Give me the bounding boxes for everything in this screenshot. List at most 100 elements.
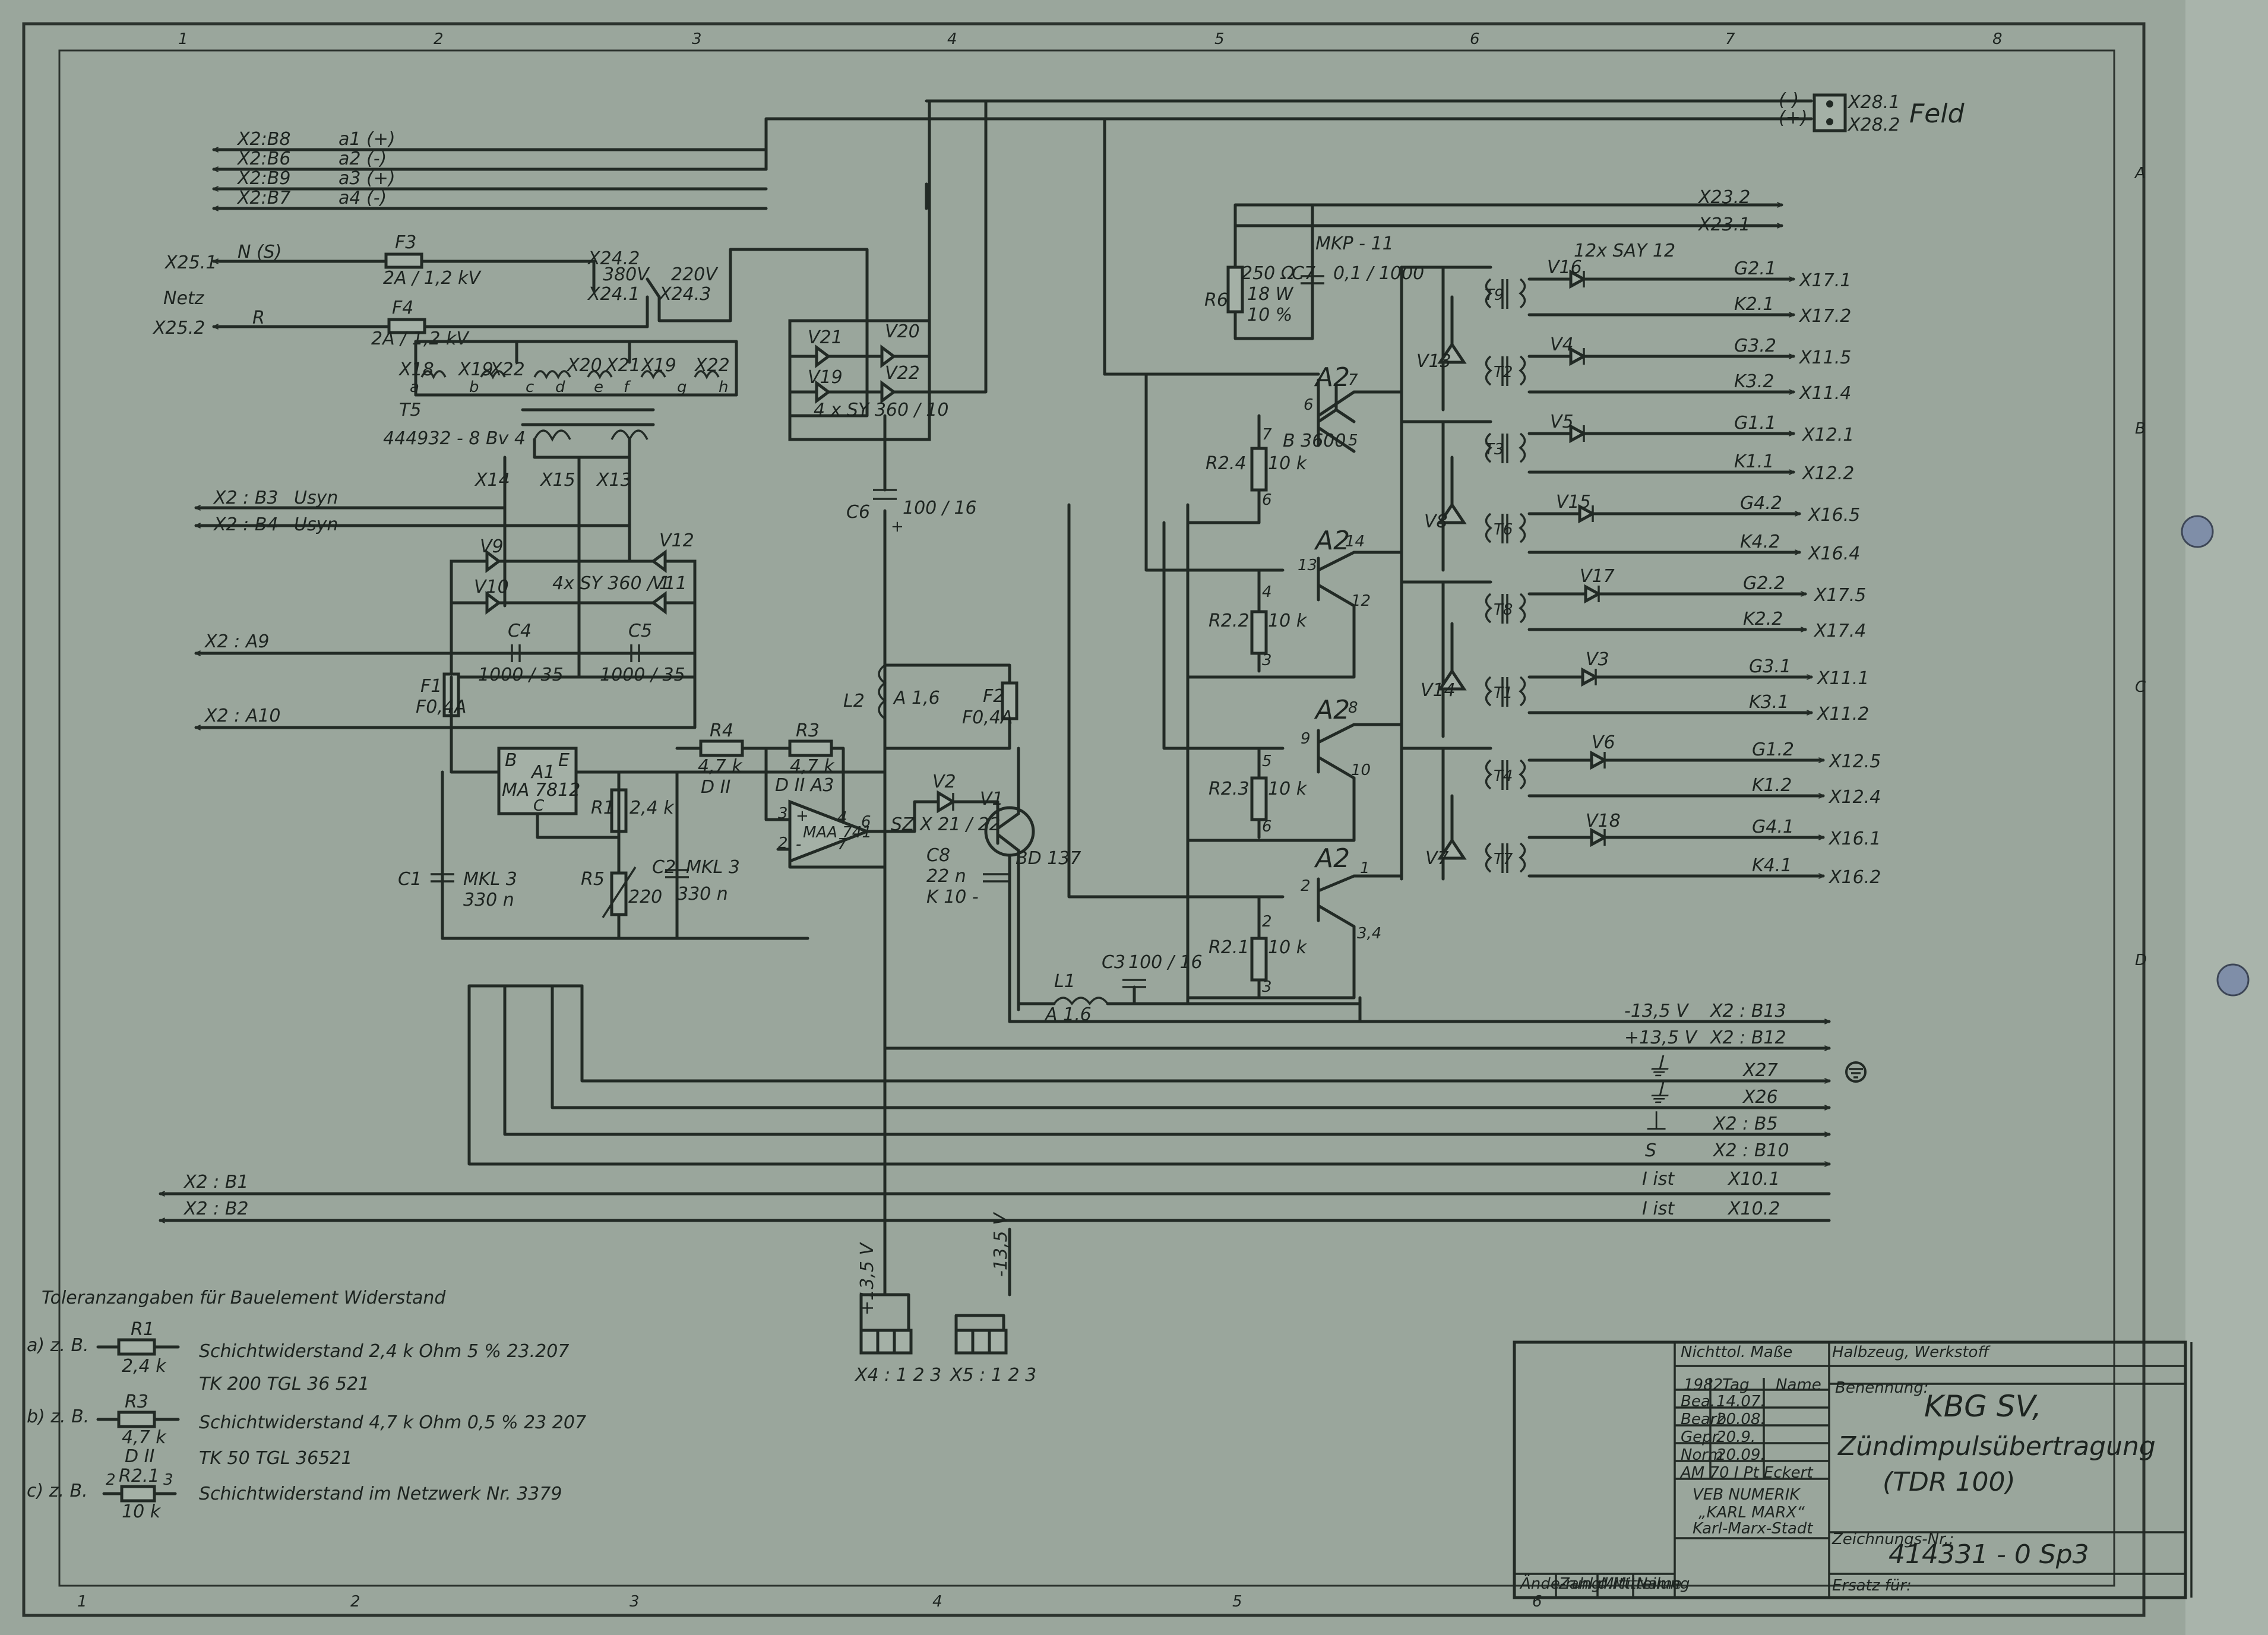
svg-text:K2.1: K2.1 bbox=[1734, 294, 1774, 315]
svg-text:1982: 1982 bbox=[1684, 1376, 1723, 1394]
svg-text:X2:B9: X2:B9 bbox=[236, 168, 290, 189]
svg-text:Ände-rung: Ände-rung bbox=[1519, 1574, 1601, 1593]
svg-text:R2.2: R2.2 bbox=[1209, 611, 1250, 631]
svg-text:TK 50 TGL 36521: TK 50 TGL 36521 bbox=[199, 1448, 353, 1469]
svg-text:X22: X22 bbox=[489, 359, 525, 380]
svg-text:X16.1: X16.1 bbox=[1828, 828, 1881, 849]
svg-text:3: 3 bbox=[1262, 652, 1272, 669]
bridge-top: V21 V20 V19 V22 4 x SY 360 / 10 bbox=[788, 99, 988, 441]
svg-text:T2: T2 bbox=[1494, 363, 1513, 381]
svg-text:F3: F3 bbox=[395, 232, 416, 253]
supply-bus: X2 : B1 X2 : B2 -13,5 V X2 : B13 +13,5 V… bbox=[159, 984, 1867, 1296]
svg-text:I ist: I ist bbox=[1642, 1169, 1675, 1190]
svg-text:MKL 3: MKL 3 bbox=[463, 869, 517, 890]
svg-text:B: B bbox=[505, 750, 517, 771]
border-zones: 1 2 3 4 5 6 7 8 A B C D 1 2 3 4 5 6 bbox=[77, 30, 2147, 1611]
svg-text:BD 137: BD 137 bbox=[1016, 848, 1081, 869]
svg-text:Schichtwiderstand im Netzwerk: Schichtwiderstand im Netzwerk Nr. 3379 bbox=[199, 1484, 562, 1504]
svg-text:⏚: ⏚ bbox=[1645, 1079, 1671, 1109]
svg-text:R2.3: R2.3 bbox=[1209, 779, 1250, 799]
svg-text:⏚: ⏚ bbox=[1645, 1052, 1671, 1083]
svg-text:Mitt.: Mitt. bbox=[1600, 1575, 1635, 1593]
svg-text:X24.3: X24.3 bbox=[658, 284, 711, 305]
svg-text:X13: X13 bbox=[596, 470, 632, 491]
svg-text:K1.2: K1.2 bbox=[1752, 775, 1792, 796]
svg-text:X5 : 1 2 3: X5 : 1 2 3 bbox=[949, 1365, 1036, 1386]
svg-text:X20: X20 bbox=[566, 355, 602, 376]
svg-text:T4: T4 bbox=[1494, 767, 1513, 785]
svg-text:10 k: 10 k bbox=[1268, 779, 1308, 799]
svg-text:Halbzeug, Werkstoff: Halbzeug, Werkstoff bbox=[1832, 1343, 1991, 1361]
svg-text:4 x SY 360 / 10: 4 x SY 360 / 10 bbox=[814, 400, 948, 420]
snubber: R6 250 Ω 18 W 10 % C7 0,1 / 1000 MKP - 1… bbox=[1204, 187, 1783, 340]
svg-text:a4 (-): a4 (-) bbox=[339, 188, 387, 208]
svg-text:2: 2 bbox=[106, 1471, 116, 1489]
svg-text:A2: A2 bbox=[1314, 695, 1350, 725]
svg-text:20.9.: 20.9. bbox=[1716, 1428, 1755, 1446]
svg-text:X21: X21 bbox=[605, 355, 641, 376]
svg-text:d: d bbox=[555, 378, 565, 396]
svg-text:X2 : B12: X2 : B12 bbox=[1709, 1027, 1786, 1048]
svg-text:Zeichnungs-Nr.:: Zeichnungs-Nr.: bbox=[1832, 1530, 1954, 1548]
svg-text:1000 / 35: 1000 / 35 bbox=[600, 665, 685, 685]
svg-text:X2 : B5: X2 : B5 bbox=[1712, 1114, 1778, 1134]
svg-text:R4: R4 bbox=[710, 720, 733, 741]
svg-text:X22: X22 bbox=[694, 355, 730, 376]
svg-text:R3: R3 bbox=[796, 720, 820, 741]
pulse-output-section: V13 V8 V14 V7 T9 T2 T3 T6 T8 T1 T4 T7 12… bbox=[1400, 241, 1881, 888]
svg-text:3: 3 bbox=[630, 1593, 640, 1611]
inner-frame bbox=[58, 49, 2115, 1587]
transistor-array: A2 6 7 5 B 3600 R2.4 10 k 7 6 A2 13 14 1… bbox=[984, 102, 1403, 1005]
svg-text:3: 3 bbox=[163, 1471, 173, 1489]
svg-text:X11.1: X11.1 bbox=[1816, 668, 1869, 689]
svg-text:A: A bbox=[2134, 165, 2146, 182]
svg-text:X18: X18 bbox=[398, 359, 434, 380]
svg-text:X23.1: X23.1 bbox=[1697, 214, 1750, 235]
svg-text:Gepr.: Gepr. bbox=[1681, 1428, 1722, 1446]
svg-text:g: g bbox=[677, 378, 687, 396]
svg-text:X2 : B2: X2 : B2 bbox=[183, 1198, 249, 1219]
svg-text:MA 7812: MA 7812 bbox=[502, 780, 580, 801]
svg-text:V20: V20 bbox=[885, 321, 920, 342]
svg-text:X15: X15 bbox=[539, 470, 575, 491]
svg-text:VEB NUMERIK: VEB NUMERIK bbox=[1693, 1486, 1801, 1504]
svg-text:220V: 220V bbox=[671, 264, 719, 285]
svg-text:7: 7 bbox=[1725, 30, 1735, 48]
svg-text:X2 : B4: X2 : B4 bbox=[213, 514, 279, 535]
svg-text:V12: V12 bbox=[659, 530, 694, 551]
svg-text:F0,4A: F0,4A bbox=[416, 697, 467, 717]
svg-text:V1: V1 bbox=[980, 789, 1004, 809]
svg-text:X23.2: X23.2 bbox=[1697, 187, 1750, 208]
svg-text:C3: C3 bbox=[1102, 952, 1125, 973]
outer-frame bbox=[22, 22, 2146, 1617]
svg-text:12x SAY 12: 12x SAY 12 bbox=[1574, 241, 1675, 261]
svg-text:K2.2: K2.2 bbox=[1743, 609, 1783, 630]
svg-text:X16.4: X16.4 bbox=[1807, 543, 1860, 564]
svg-text:Toleranzangaben für Bauelement: Toleranzangaben für Bauelement Widerstan… bbox=[42, 1288, 446, 1308]
transformer-t5: X18 a X19 b X22 c d X20 X21 e f X19 g X2… bbox=[383, 340, 738, 679]
svg-text:Name: Name bbox=[1636, 1575, 1682, 1593]
svg-text:c: c bbox=[526, 378, 534, 396]
svg-text:F4: F4 bbox=[392, 298, 413, 318]
svg-text:A2: A2 bbox=[1314, 843, 1350, 874]
svg-text:Bearb.: Bearb. bbox=[1681, 1411, 1731, 1428]
svg-text:-13,5 V: -13,5 V bbox=[991, 1212, 1011, 1277]
svg-text:-13,5 V: -13,5 V bbox=[1624, 1001, 1690, 1022]
svg-text:c) z. B.: c) z. B. bbox=[27, 1481, 88, 1501]
svg-text:K1.1: K1.1 bbox=[1734, 451, 1774, 472]
svg-text:F0,4A: F0,4A bbox=[962, 707, 1013, 728]
svg-text:X12.2: X12.2 bbox=[1801, 463, 1854, 484]
svg-text:C4: C4 bbox=[508, 621, 532, 641]
svg-text:14: 14 bbox=[1345, 533, 1365, 551]
svg-text:1: 1 bbox=[1360, 859, 1370, 877]
svg-text:A 1,6: A 1,6 bbox=[893, 688, 940, 709]
svg-text:E: E bbox=[558, 750, 570, 771]
svg-text:4x SY 360 / 1: 4x SY 360 / 1 bbox=[552, 573, 670, 594]
svg-text:T5: T5 bbox=[399, 400, 421, 420]
svg-text:R: R bbox=[252, 308, 265, 328]
right-flap bbox=[2185, 0, 2268, 1635]
svg-text:Zündimpulsübertragung: Zündimpulsübertragung bbox=[1837, 1431, 2156, 1462]
svg-text:F2: F2 bbox=[983, 686, 1004, 707]
svg-text:X2:B6: X2:B6 bbox=[236, 148, 290, 169]
